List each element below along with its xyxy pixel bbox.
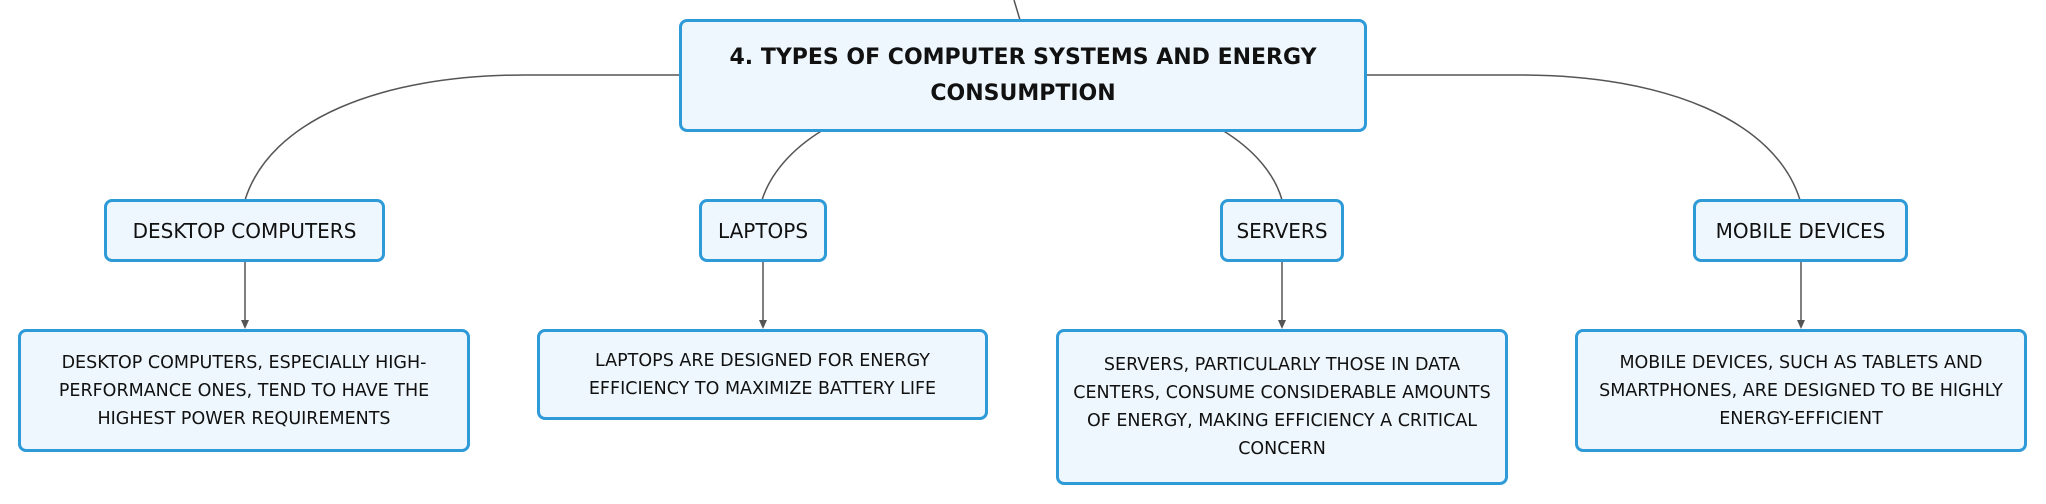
detail-servers-text: SERVERS, PARTICULARLY THOSE IN DATA CENT… (1073, 355, 1491, 459)
connector-root-servers (1221, 129, 1283, 201)
connector-laptops-detail (759, 260, 767, 329)
detail-laptops[interactable]: LAPTOPS ARE DESIGNED FOR ENERGY EFFICIEN… (537, 329, 988, 420)
connector-mobile-devices-detail (1797, 260, 1805, 329)
topic-servers[interactable]: SERVERS (1220, 199, 1344, 262)
topic-mobile-devices[interactable]: MOBILE DEVICES (1693, 199, 1908, 262)
topic-mobile-devices-label: MOBILE DEVICES (1715, 218, 1886, 243)
connector-root-mobile-devices (1366, 74, 1801, 201)
root-topic-node[interactable]: 4. TYPES OF COMPUTER SYSTEMS AND ENERGY … (679, 19, 1367, 132)
root-topic-title: 4. TYPES OF COMPUTER SYSTEMS AND ENERGY … (729, 44, 1317, 106)
detail-desktop-computers[interactable]: DESKTOP COMPUTERS, ESPECIALLY HIGH-PERFO… (18, 329, 470, 452)
detail-servers[interactable]: SERVERS, PARTICULARLY THOSE IN DATA CENT… (1056, 329, 1508, 485)
topic-laptops[interactable]: LAPTOPS (699, 199, 827, 262)
topic-laptops-label: LAPTOPS (717, 218, 809, 243)
detail-laptops-text: LAPTOPS ARE DESIGNED FOR ENERGY EFFICIEN… (588, 350, 937, 399)
connector-root-desktop-computers (244, 74, 681, 201)
connector-from-parent (1013, 0, 1021, 21)
topic-servers-label: SERVERS (1236, 218, 1328, 243)
topic-desktop-computers-label: DESKTOP COMPUTERS (132, 218, 357, 243)
connector-root-laptops (761, 129, 824, 201)
connector-servers-detail (1278, 260, 1286, 329)
detail-desktop-computers-text: DESKTOP COMPUTERS, ESPECIALLY HIGH-PERFO… (58, 352, 430, 429)
detail-mobile-devices[interactable]: MOBILE DEVICES, SUCH AS TABLETS AND SMAR… (1575, 329, 2027, 452)
connector-desktop-computers-detail (241, 260, 249, 329)
topic-desktop-computers[interactable]: DESKTOP COMPUTERS (104, 199, 385, 262)
detail-mobile-devices-text: MOBILE DEVICES, SUCH AS TABLETS AND SMAR… (1599, 352, 2003, 429)
